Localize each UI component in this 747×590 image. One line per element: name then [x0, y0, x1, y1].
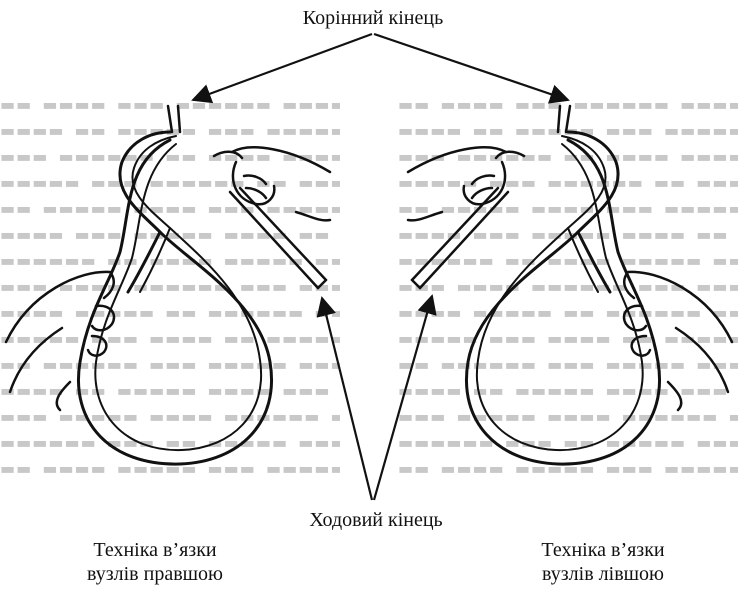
arrow-working-end-right	[374, 296, 432, 500]
caption-left-hand-line1: Техніка в’язки	[488, 538, 718, 562]
caption-left-hand: Техніка в’язки вузлів лівшою	[488, 538, 718, 586]
working-end-label: Ходовий кінець	[256, 508, 496, 532]
arrow-standing-end-right	[374, 34, 568, 100]
caption-left-hand-line2: вузлів лівшою	[488, 562, 718, 586]
caption-right-hand-line1: Техніка в’язки	[40, 538, 270, 562]
caption-right-hand: Техніка в’язки вузлів правшою	[40, 538, 270, 586]
caption-right-hand-line2: вузлів правшою	[40, 562, 270, 586]
arrow-standing-end-left	[193, 34, 372, 100]
arrow-working-end-left	[322, 298, 372, 500]
